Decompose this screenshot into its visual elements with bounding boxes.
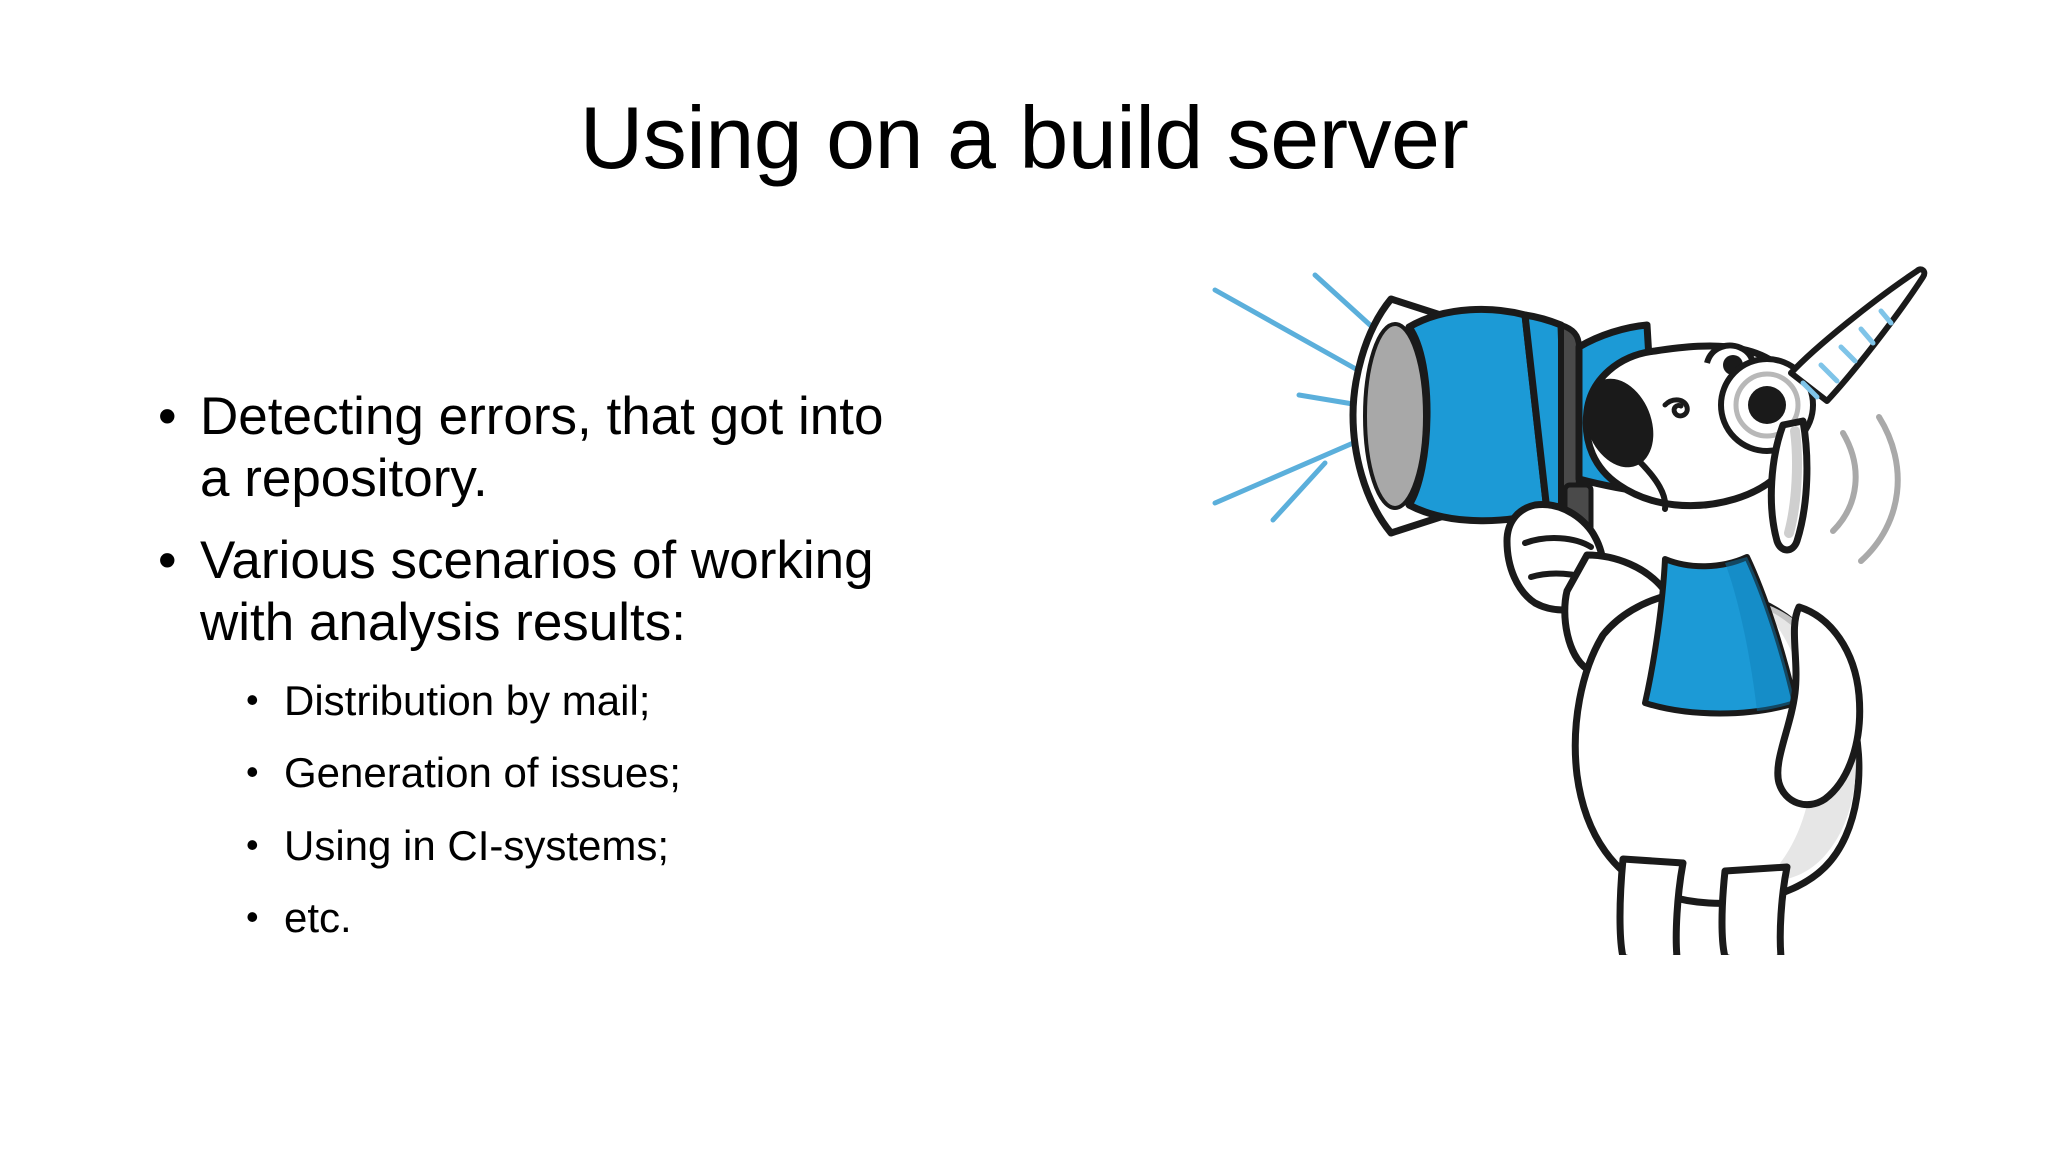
content-body: • Detecting errors, that got into a repo… bbox=[152, 386, 1212, 966]
bullet-marker-icon: • bbox=[158, 387, 177, 446]
unicorn-horn-icon bbox=[1788, 266, 1928, 404]
unicorn-head-icon bbox=[1582, 342, 1816, 512]
bullet-marker-icon: • bbox=[246, 823, 259, 865]
unicorn-legs-icon bbox=[1616, 855, 1791, 955]
bullet-marker-icon: • bbox=[246, 751, 259, 793]
sub-bullet-text: Distribution by mail; bbox=[284, 677, 651, 724]
unicorn-with-megaphone-illustration bbox=[1195, 255, 2015, 955]
sub-bullet-text: Using in CI-systems; bbox=[284, 821, 670, 869]
list-item: • Various scenarios of working with anal… bbox=[152, 530, 1212, 654]
list-item: • Detecting errors, that got into a repo… bbox=[152, 386, 1212, 510]
sub-list-item: • Using in CI-systems; bbox=[244, 821, 1212, 871]
bullet-text: Detecting errors, that got into a reposi… bbox=[200, 387, 884, 508]
sub-bullet-text: etc. bbox=[284, 894, 352, 942]
unicorn-ear-icon bbox=[1767, 417, 1811, 554]
bullet-marker-icon: • bbox=[246, 896, 259, 938]
sub-list-item: • etc. bbox=[244, 893, 1212, 943]
sub-list-item: • Distribution by mail; bbox=[244, 676, 1212, 726]
motion-arcs-icon bbox=[1830, 414, 1901, 564]
megaphone-cone-icon bbox=[1349, 295, 1661, 537]
sub-bullet-text: Generation of issues; bbox=[284, 749, 681, 797]
unicorn-front-arm-icon bbox=[1774, 603, 1864, 809]
bullet-marker-icon: • bbox=[246, 679, 259, 720]
sub-list-item: • Generation of issues; bbox=[244, 748, 1212, 798]
sub-list: • Distribution by mail; • Generation of … bbox=[152, 676, 1212, 944]
bullet-text: Various scenarios of working with analys… bbox=[200, 531, 874, 652]
unicorn-nose-icon bbox=[1584, 378, 1654, 468]
page-title: Using on a build server bbox=[579, 88, 1469, 187]
bullet-marker-icon: • bbox=[158, 531, 177, 590]
sound-rays-icon bbox=[1212, 272, 1384, 523]
